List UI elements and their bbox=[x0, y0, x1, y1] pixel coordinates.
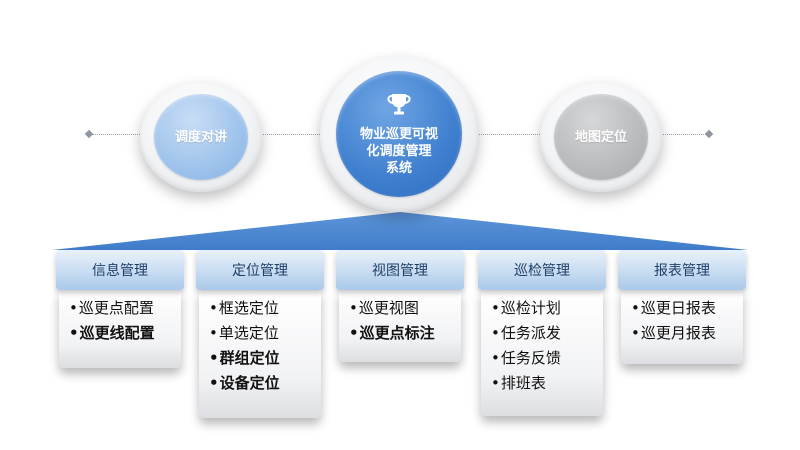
list-item: •排班表 bbox=[491, 374, 546, 392]
system-title-line-2: 化调度管理 bbox=[366, 143, 432, 159]
module-item-list: •巡更视图 •巡更点标注 bbox=[339, 296, 461, 346]
list-item: •巡检计划 bbox=[491, 299, 561, 317]
map-location-label: 地图定位 bbox=[574, 129, 627, 145]
module-header: 定位管理 bbox=[196, 250, 324, 290]
circle-center: 物业巡更可视 化调度管理 系统 bbox=[336, 71, 462, 197]
list-item: •巡更视图 bbox=[349, 299, 419, 317]
module-header: 巡检管理 bbox=[478, 250, 606, 290]
module-header: 报表管理 bbox=[618, 250, 746, 290]
list-item: •任务反馈 bbox=[491, 349, 561, 367]
module-body: •巡更点配置 •巡更线配置 bbox=[59, 290, 181, 368]
module-header: 信息管理 bbox=[56, 250, 184, 290]
module-body: •巡更日报表 •巡更月报表 bbox=[621, 290, 743, 364]
list-item: •巡更月报表 bbox=[631, 324, 716, 342]
list-item: •设备定位 bbox=[209, 374, 280, 392]
list-item: •巡更日报表 bbox=[631, 299, 716, 317]
system-title-line-3: 系统 bbox=[385, 160, 412, 176]
list-item: •任务派发 bbox=[491, 324, 561, 342]
list-item: •单选定位 bbox=[209, 324, 279, 342]
list-item: •巡更线配置 bbox=[69, 324, 155, 342]
module-item-list: •框选定位 •单选定位 •群组定位 •设备定位 bbox=[199, 296, 321, 396]
module-item-list: •巡更日报表 •巡更月报表 bbox=[621, 296, 743, 346]
module-body: •巡检计划 •任务派发 •任务反馈 •排班表 bbox=[481, 290, 603, 416]
list-item: •框选定位 bbox=[209, 299, 279, 317]
module-item-list: •巡检计划 •任务派发 •任务反馈 •排班表 bbox=[481, 296, 603, 396]
module-header: 视图管理 bbox=[336, 250, 464, 290]
circle-left: 调度对讲 bbox=[154, 94, 248, 180]
trophy-icon bbox=[384, 92, 414, 120]
list-item: •巡更点标注 bbox=[349, 324, 435, 342]
dispatch-intercom-label: 调度对讲 bbox=[174, 129, 227, 145]
system-title-line-1: 物业巡更可视 bbox=[359, 126, 438, 142]
module-item-list: •巡更点配置 •巡更线配置 bbox=[59, 296, 181, 346]
module-body: •巡更视图 •巡更点标注 bbox=[339, 290, 461, 362]
list-item: •群组定位 bbox=[209, 349, 280, 367]
list-item: •巡更点配置 bbox=[69, 299, 154, 317]
circle-right: 地图定位 bbox=[554, 94, 648, 180]
module-body: •框选定位 •单选定位 •群组定位 •设备定位 bbox=[199, 290, 321, 418]
